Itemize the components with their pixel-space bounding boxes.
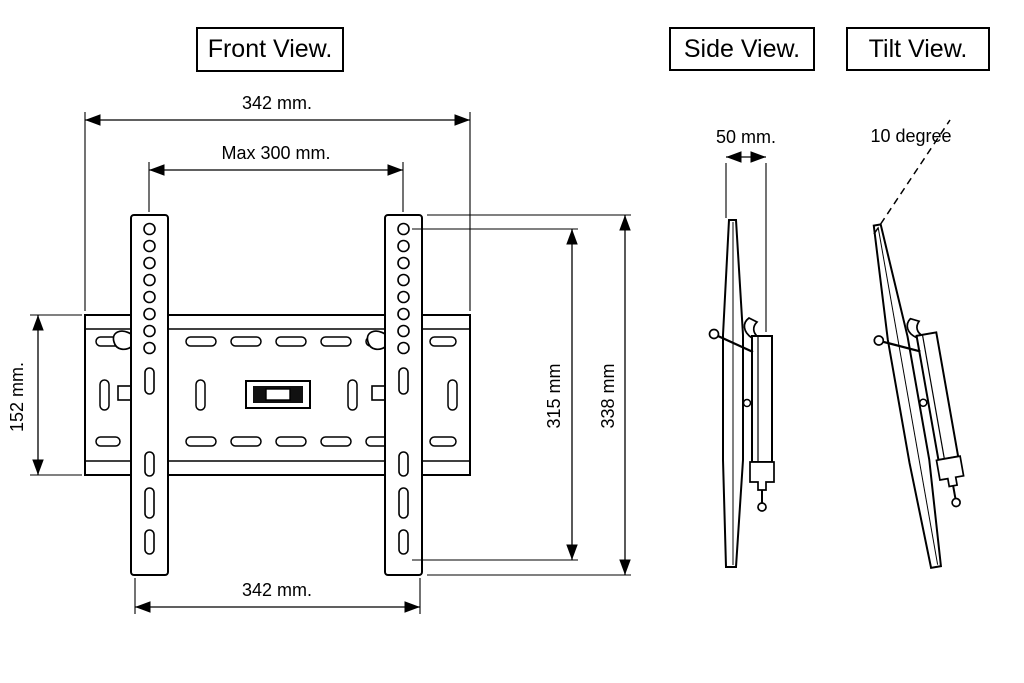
front-view-drawing [84, 214, 471, 576]
center-latch [245, 380, 311, 409]
dim-side-depth: 50 mm. [716, 127, 776, 332]
side-top-hook [743, 317, 761, 339]
plate-middle-slots [99, 379, 458, 411]
side-view-label: Side View. [669, 27, 815, 71]
plate-bottom-slots [95, 436, 457, 447]
left-rail [112, 214, 169, 576]
front-view-label-text: Front View. [207, 35, 333, 63]
side-view-drawing [708, 219, 775, 568]
tilt-angle-text: 10 degree [870, 126, 951, 146]
dim-bracket-height-text: 338 mm [598, 363, 618, 428]
right-rail-holes [397, 222, 410, 555]
left-rail-latch [117, 385, 132, 401]
dim-max-hole-width: Max 300 mm. [148, 143, 404, 212]
tilt-angle-dash-line [873, 119, 951, 235]
dim-plate-height-text: 152 mm. [7, 362, 27, 432]
left-rail-holes [143, 222, 156, 555]
front-view-label: Front View. [196, 27, 344, 72]
tilt-view-drawing [853, 216, 980, 572]
dim-front-top-width: 342 mm. [84, 93, 471, 311]
dim-max-hole-width-text: Max 300 mm. [221, 143, 330, 163]
tilt-view-label-text: Tilt View. [868, 34, 968, 63]
tilt-view-label: Tilt View. [846, 27, 990, 71]
dim-front-bottom-width: 342 mm. [134, 578, 421, 614]
dim-front-top-width-text: 342 mm. [242, 93, 312, 113]
side-tilt-lever [717, 334, 754, 354]
dim-bracket-height: 338 mm [427, 214, 631, 576]
right-rail-latch [371, 385, 386, 401]
dim-side-depth-text: 50 mm. [716, 127, 776, 147]
side-lever-knob [708, 328, 720, 340]
dim-front-bottom-width-text: 342 mm. [242, 580, 312, 600]
right-rail [366, 214, 423, 576]
side-pivot-knob [742, 398, 752, 408]
dim-plate-height: 152 mm. [7, 314, 82, 476]
dim-hole-span-height-text: 315 mm [544, 363, 564, 428]
side-bracket-channel [751, 335, 773, 463]
dim-hole-span-height: 315 mm [412, 228, 578, 561]
right-rail-clip [366, 330, 386, 351]
side-clamp-screw [757, 502, 767, 512]
side-bottom-clamp [749, 461, 775, 491]
side-view-label-text: Side View. [683, 34, 801, 63]
tilt-angle-annotation: 10 degree [870, 119, 952, 235]
left-rail-clip [112, 330, 132, 351]
